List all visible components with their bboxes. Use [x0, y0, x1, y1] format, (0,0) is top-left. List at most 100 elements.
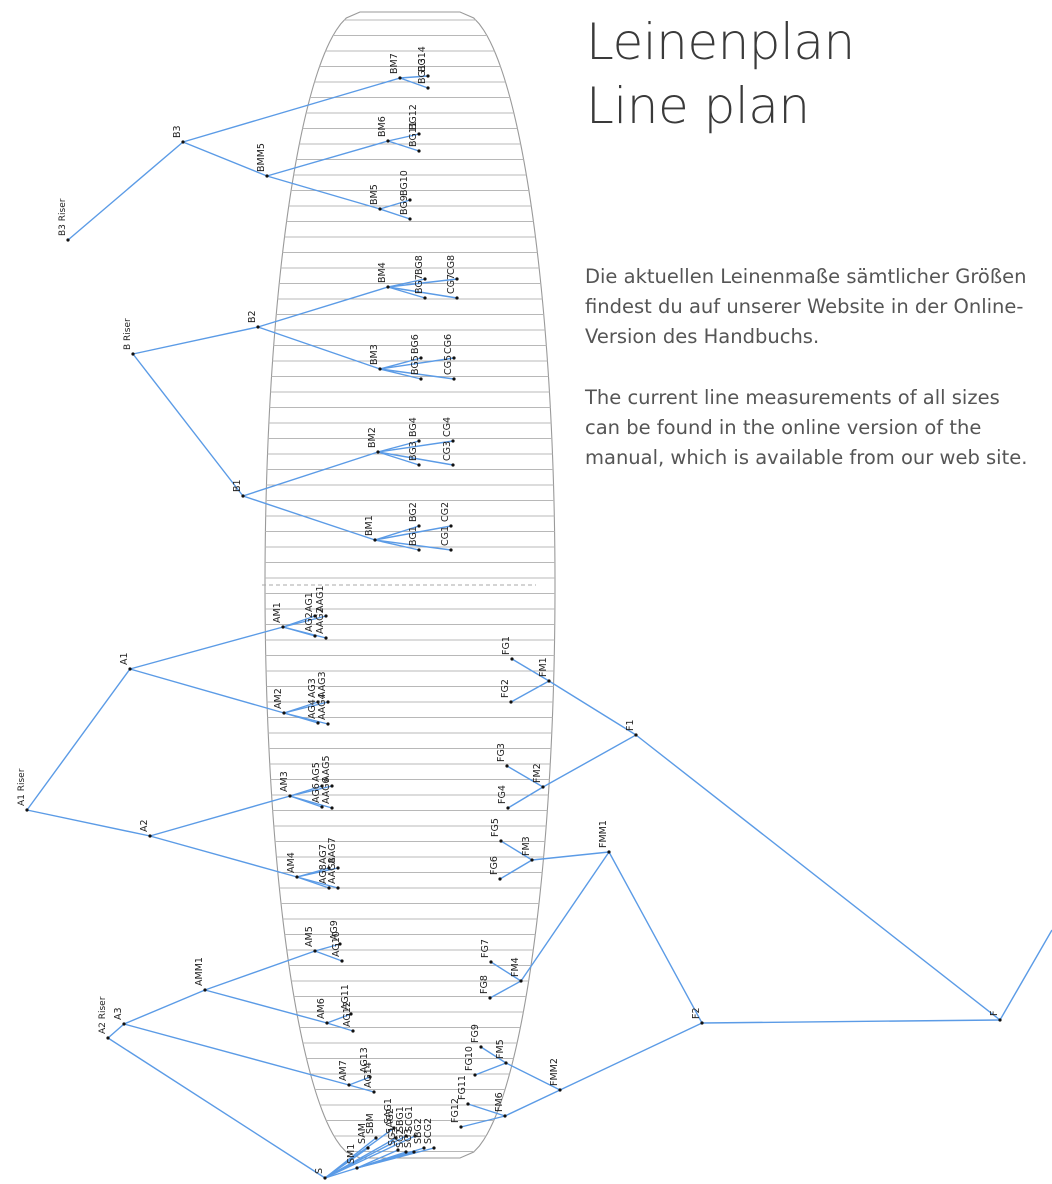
- label-a2: A2: [139, 819, 150, 832]
- label-bg11: BG11: [408, 121, 419, 147]
- node-a2-riser: [106, 1036, 110, 1040]
- line-segment-s-sag1: [324, 1127, 395, 1179]
- label-fm4: FM4: [510, 957, 521, 977]
- label-ag5: AG5: [311, 762, 322, 782]
- line-segment-bm4-cg7: [387, 286, 458, 299]
- label-cg1: CG1: [440, 526, 451, 546]
- label-ag6: AG6: [311, 783, 322, 803]
- line-segment-fmm2-fm5: [505, 1062, 561, 1091]
- label-scg2: SCG2: [423, 1118, 434, 1144]
- label-sag2: SAG2: [385, 1108, 396, 1134]
- node-fmm1: [607, 850, 611, 854]
- label-bg3: BG3: [408, 441, 419, 461]
- label-a1: A1: [119, 652, 130, 665]
- node-cg7: [455, 296, 459, 300]
- node-ag12: [351, 1029, 355, 1033]
- node-a3: [122, 1022, 126, 1026]
- label-ag7: AG7: [318, 844, 329, 864]
- label-bg5: BG5: [410, 355, 421, 375]
- node-am4: [295, 875, 299, 879]
- node-b3-riser: [66, 238, 70, 242]
- line-segment-bm4-bg7: [387, 286, 426, 299]
- label-am6: AM6: [316, 998, 327, 1019]
- line-segment-bm1-cg1: [374, 539, 452, 551]
- line-segment-b1-bm1: [242, 495, 376, 541]
- line-segment-sm1-sg1: [356, 1149, 399, 1169]
- node-bg7: [423, 296, 427, 300]
- label-sm1: SM1: [346, 1144, 357, 1164]
- node-ag10: [340, 959, 344, 963]
- node-bg2: [417, 524, 421, 528]
- node-b3: [181, 140, 185, 144]
- node-bm5: [378, 207, 382, 211]
- node-a1: [128, 667, 132, 671]
- label-fmm2: FMM2: [549, 1058, 560, 1086]
- node-scg1: [413, 1134, 417, 1138]
- label-am7: AM7: [338, 1060, 349, 1081]
- label-fg10: FG10: [464, 1046, 475, 1071]
- wing-planform: [264, 11, 556, 1159]
- label-bg9: BG9: [399, 195, 410, 215]
- label-sag1: SAG1: [383, 1098, 394, 1124]
- label-cg2: CG2: [440, 502, 451, 522]
- label-ag14: AG14: [363, 1062, 374, 1088]
- line-segment-sm1-scg2: [356, 1147, 435, 1169]
- node-f1: [634, 733, 638, 737]
- line-segment-bmm5-bm6: [266, 140, 389, 177]
- label-aag7: AAG7: [327, 837, 338, 864]
- node-fg3: [505, 764, 509, 768]
- label-sg2: SG2: [395, 1129, 406, 1148]
- label-fm1: FM1: [538, 657, 549, 677]
- label-ag11: AG11: [340, 984, 351, 1010]
- label-sam: SAM: [357, 1123, 368, 1144]
- node-aag1: [324, 614, 328, 618]
- label-cg3: CG3: [442, 441, 453, 461]
- node-sg1: [396, 1148, 400, 1152]
- label-sg1: SG1: [387, 1127, 398, 1146]
- node-ag14: [372, 1090, 376, 1094]
- note-english: The current line measurements of all siz…: [585, 386, 1028, 469]
- label-bmm5: BMM5: [256, 143, 267, 172]
- line-segment-fmm1-fm3: [531, 851, 610, 861]
- label-bg8: BG8: [414, 255, 425, 275]
- label-fg2: FG2: [500, 679, 511, 698]
- label-fg1: FG1: [501, 636, 512, 655]
- node-ag1: [313, 614, 317, 618]
- node-bm4: [386, 285, 390, 289]
- label-bg10: BG10: [399, 170, 410, 196]
- line-segment-a2-am3: [149, 795, 291, 837]
- page-title: Leinenplan Line plan: [586, 10, 855, 138]
- node-sg3: [412, 1150, 416, 1154]
- line-segment-fm1-fg1: [511, 658, 550, 682]
- note-german: Die aktuellen Leinenmaße sämtlicher Größ…: [585, 265, 1027, 348]
- node-cg6: [452, 356, 456, 360]
- label-aag8: AAG8: [327, 857, 338, 884]
- node-bg14: [426, 74, 430, 78]
- line-segment-b2-bm4: [257, 286, 389, 328]
- label-aag2: AAG2: [315, 607, 326, 634]
- line-segment-b-riser-b1: [132, 353, 244, 497]
- node-f: [998, 1018, 1002, 1022]
- node-aag4: [326, 722, 330, 726]
- line-segment-am7-ag13: [348, 1076, 371, 1086]
- line-segment-fm5-fg9: [480, 1046, 507, 1064]
- line-segment-bm6-bg12: [387, 133, 420, 142]
- label-ag2: AG2: [304, 612, 315, 632]
- label-ag13: AG13: [359, 1047, 370, 1073]
- label-fg6: FG6: [489, 856, 500, 875]
- line-segment-s-scg1: [324, 1135, 416, 1179]
- node-fg2: [509, 700, 513, 704]
- line-segment-fm1-fg2: [510, 680, 550, 703]
- node-scg2: [432, 1146, 436, 1150]
- node-aag3: [326, 700, 330, 704]
- node-b1: [241, 494, 245, 498]
- line-segment-s-sm1: [324, 1167, 358, 1179]
- label-aag1: AAG1: [315, 585, 326, 612]
- node-fg10: [473, 1073, 477, 1077]
- line-segment-bm2-bg3: [377, 451, 420, 466]
- label-bm4: BM4: [377, 262, 388, 283]
- node-fm6: [503, 1114, 507, 1118]
- node-ag9: [338, 942, 342, 946]
- line-segment-bm1-cg2: [374, 525, 452, 541]
